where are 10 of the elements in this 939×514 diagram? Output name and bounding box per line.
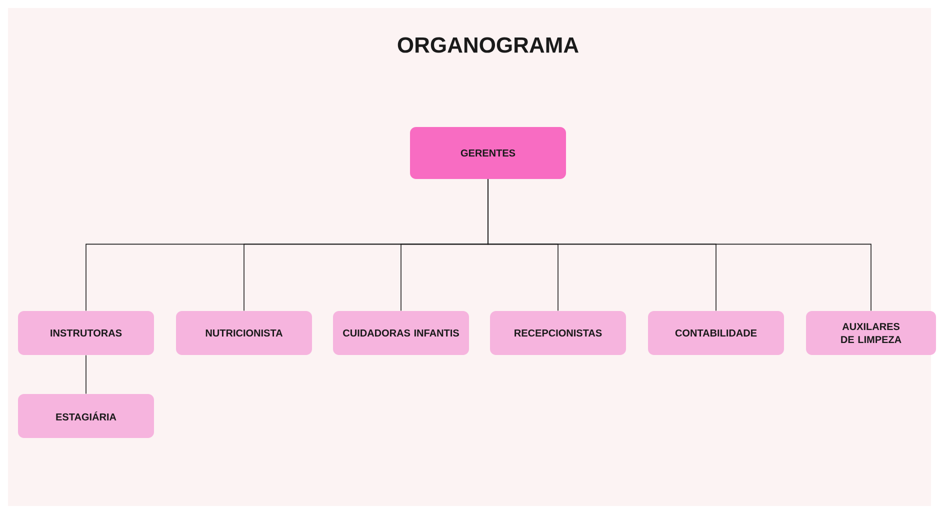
role-box: CONTABILIDADE [648,311,784,355]
role-box: AUXILARES DE LIMPEZA [806,311,936,355]
manager-box: GERENTES [410,127,566,179]
title: ORGANOGRAMA [398,37,578,53]
role-box: ESTAGIÁRIA [18,394,154,438]
role-box: INSTRUTORAS [18,311,154,355]
connector-line [488,178,872,312]
role-box: NUTRICIONISTA [176,311,312,355]
role-box: CUIDADORAS INFANTIS [333,311,469,355]
role-box: RECEPCIONISTAS [490,311,626,355]
